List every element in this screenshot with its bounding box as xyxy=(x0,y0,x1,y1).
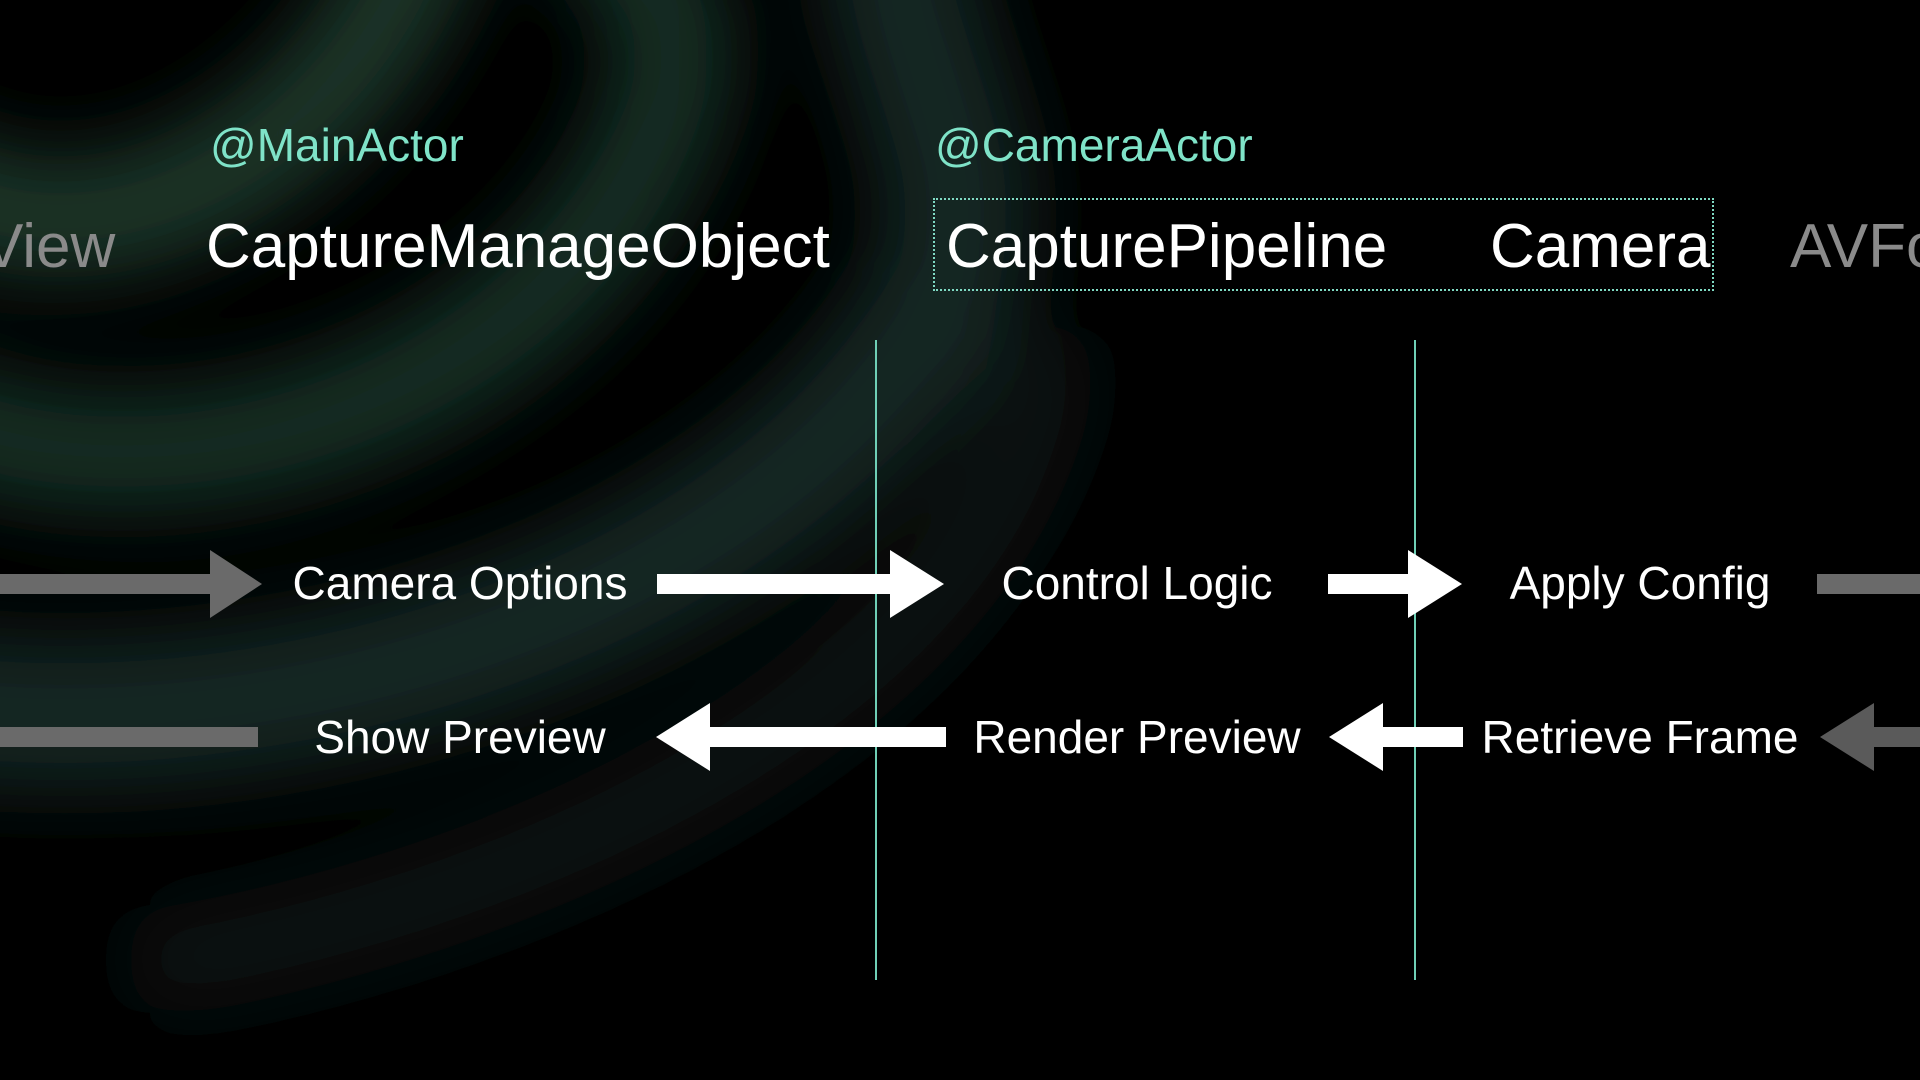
column-capture-pipeline: CapturePipeline xyxy=(946,212,1388,281)
arrow-retrieve-frame-to-render-preview xyxy=(1329,703,1463,771)
arrow-apply-config-to-avfoundation xyxy=(1817,574,1920,594)
step-apply-config: Apply Config xyxy=(1509,557,1771,609)
arrow-control-logic-to-apply-config xyxy=(1328,550,1462,618)
separator-line-pipeline-camera xyxy=(1414,340,1416,980)
arrow-avfoundation-to-retrieve-frame xyxy=(1820,703,1920,771)
arrow-render-preview-to-show-preview xyxy=(656,703,946,771)
arrow-camera-options-to-control-logic xyxy=(657,550,944,618)
column-avfoundation: AVFo xyxy=(1790,212,1920,281)
step-retrieve-frame: Retrieve Frame xyxy=(1481,711,1799,763)
camera-actor-boundary xyxy=(933,198,1714,291)
step-control-logic: Control Logic xyxy=(1001,557,1273,609)
camera-actor-label: @CameraActor xyxy=(935,119,1253,171)
step-camera-options: Camera Options xyxy=(292,557,628,609)
step-show-preview: Show Preview xyxy=(314,711,606,763)
column-capture-manage-object: CaptureManageObject xyxy=(206,212,830,281)
column-view: View xyxy=(0,212,116,281)
main-actor-label: @MainActor xyxy=(210,119,464,171)
column-camera: Camera xyxy=(1490,212,1711,281)
separator-line-main-camera xyxy=(875,340,877,980)
arrow-view-to-camera-options xyxy=(0,550,262,618)
arrow-show-preview-to-view xyxy=(0,727,258,747)
step-render-preview: Render Preview xyxy=(973,711,1301,763)
